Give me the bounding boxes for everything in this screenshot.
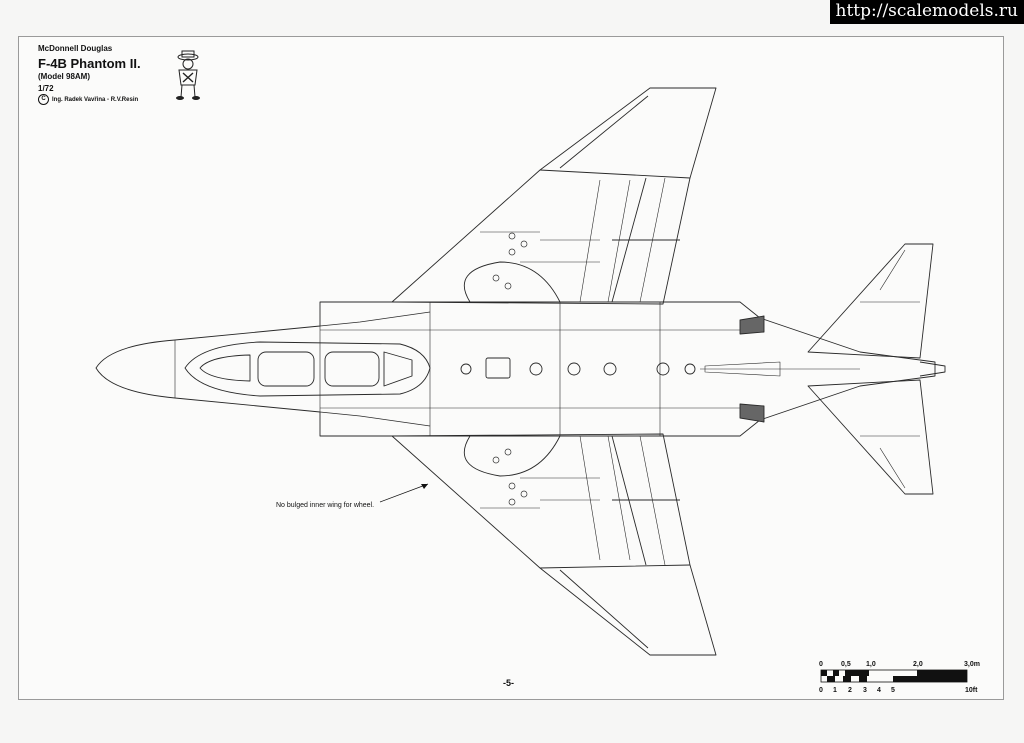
imperial-tick-5: 5: [891, 687, 895, 694]
imperial-tick-0: 0: [819, 687, 823, 694]
fuselage-outline: [95, 301, 936, 437]
model-designation: (Model 98AM): [38, 72, 90, 81]
metric-tick-1: 0,5: [841, 661, 851, 668]
metric-tick-2: 1,0: [866, 661, 876, 668]
page-number: -5-: [503, 678, 514, 688]
metric-tick-4: 3,0m: [964, 661, 980, 668]
drawing-annotation: No bulged inner wing for wheel.: [276, 502, 375, 509]
lower-stabilator: [807, 379, 934, 495]
title-block: McDonnell Douglas F-4B Phantom II. (Mode…: [38, 44, 141, 105]
imperial-tick-2: 2: [848, 687, 852, 694]
upper-stabilator: [807, 243, 934, 359]
note-leader-arrow: [379, 483, 429, 503]
canopy-outline: [184, 341, 431, 397]
drawing-sheet-border: [18, 36, 1004, 700]
imperial-tick-1: 1: [833, 687, 837, 694]
lower-wing-outline: [391, 433, 717, 656]
watermark-url: http://scalemodels.ru: [829, 0, 1024, 24]
imperial-tick-6: 10ft: [965, 687, 978, 694]
metric-tick-0: 0: [819, 661, 823, 668]
author-credit-text: Ing. Radek Vavřina - R.V.Resin: [52, 97, 139, 104]
imperial-tick-4: 4: [877, 687, 881, 694]
metric-tick-3: 2,0: [913, 661, 923, 668]
resin-mascot-logo: [176, 50, 200, 100]
upper-wing-outline: [391, 87, 717, 305]
imperial-tick-3: 3: [863, 687, 867, 694]
drawing-scale: 1/72: [38, 84, 54, 93]
copyright-icon: C: [38, 94, 49, 105]
manufacturer-label: McDonnell Douglas: [38, 44, 113, 53]
scale-bar: 0 0,5 1,0 2,0 3,0m 0 1 2 3 4 5 10ft: [819, 661, 980, 694]
aircraft-title: F-4B Phantom II.: [38, 56, 141, 71]
